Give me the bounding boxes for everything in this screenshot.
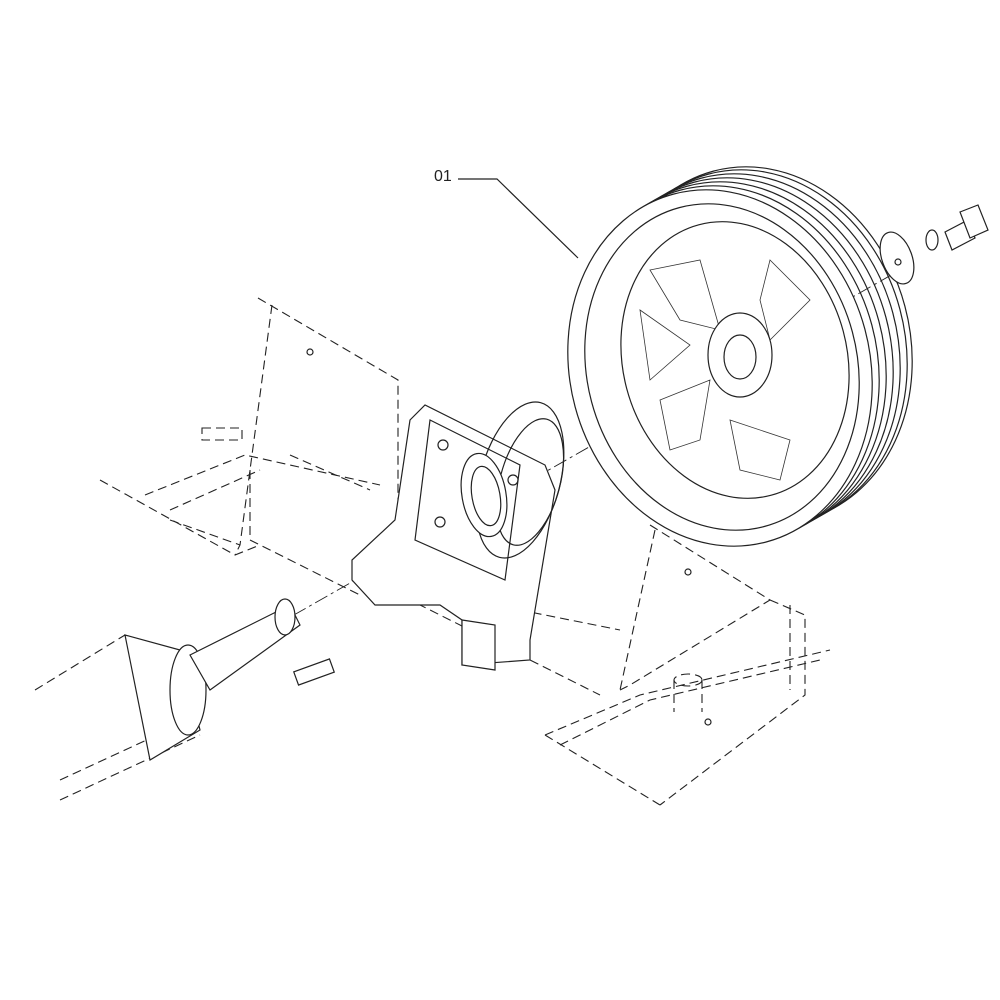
pulley — [567, 166, 913, 547]
callout-label-01: 01 — [434, 168, 452, 185]
callout-leader-01 — [458, 178, 579, 259]
lock-washer — [925, 229, 939, 251]
roller-shaft — [34, 598, 336, 801]
left-frame-phantom — [99, 297, 399, 596]
bearing-block — [351, 401, 565, 671]
bolt — [944, 204, 989, 251]
washer — [879, 231, 915, 285]
